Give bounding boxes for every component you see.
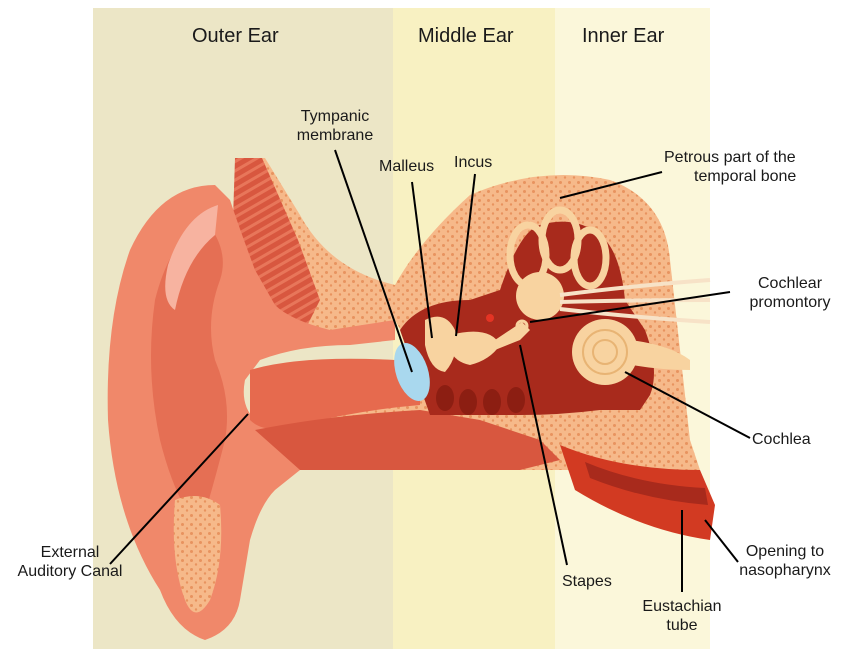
label-external-line2: Auditory Canal [4, 562, 136, 581]
label-cochlear-prom-line1: Cochlear [735, 274, 845, 293]
label-opening-line2: nasopharynx [730, 561, 840, 580]
label-tympanic-membrane: Tympanic membrane [280, 107, 390, 145]
label-tympanic-line1: Tympanic [280, 107, 390, 126]
label-cochlear-promontory: Cochlear promontory [735, 274, 845, 312]
region-inner-ear: Inner Ear [582, 25, 664, 48]
label-petrous-line2: temporal bone [664, 167, 834, 186]
label-stapes: Stapes [562, 572, 612, 591]
label-cochlea: Cochlea [752, 430, 811, 449]
region-outer-ear: Outer Ear [192, 25, 279, 48]
label-eustachian-tube: Eustachian tube [632, 597, 732, 635]
label-petrous: Petrous part of the temporal bone [664, 148, 834, 186]
label-incus: Incus [454, 153, 492, 172]
label-malleus: Malleus [379, 157, 434, 176]
label-opening-nasopharynx: Opening to nasopharynx [730, 542, 840, 580]
region-middle-ear: Middle Ear [418, 25, 514, 48]
label-tympanic-line2: membrane [280, 126, 390, 145]
label-external-auditory-canal: External Auditory Canal [4, 543, 136, 581]
label-cochlear-prom-line2: promontory [735, 293, 845, 312]
label-eustachian-line2: tube [632, 616, 732, 635]
vestibule [516, 272, 564, 320]
label-petrous-line1: Petrous part of the [664, 148, 834, 167]
label-opening-line1: Opening to [730, 542, 840, 561]
promontory-dot [486, 314, 494, 322]
label-eustachian-line1: Eustachian [632, 597, 732, 616]
label-external-line1: External [4, 543, 136, 562]
